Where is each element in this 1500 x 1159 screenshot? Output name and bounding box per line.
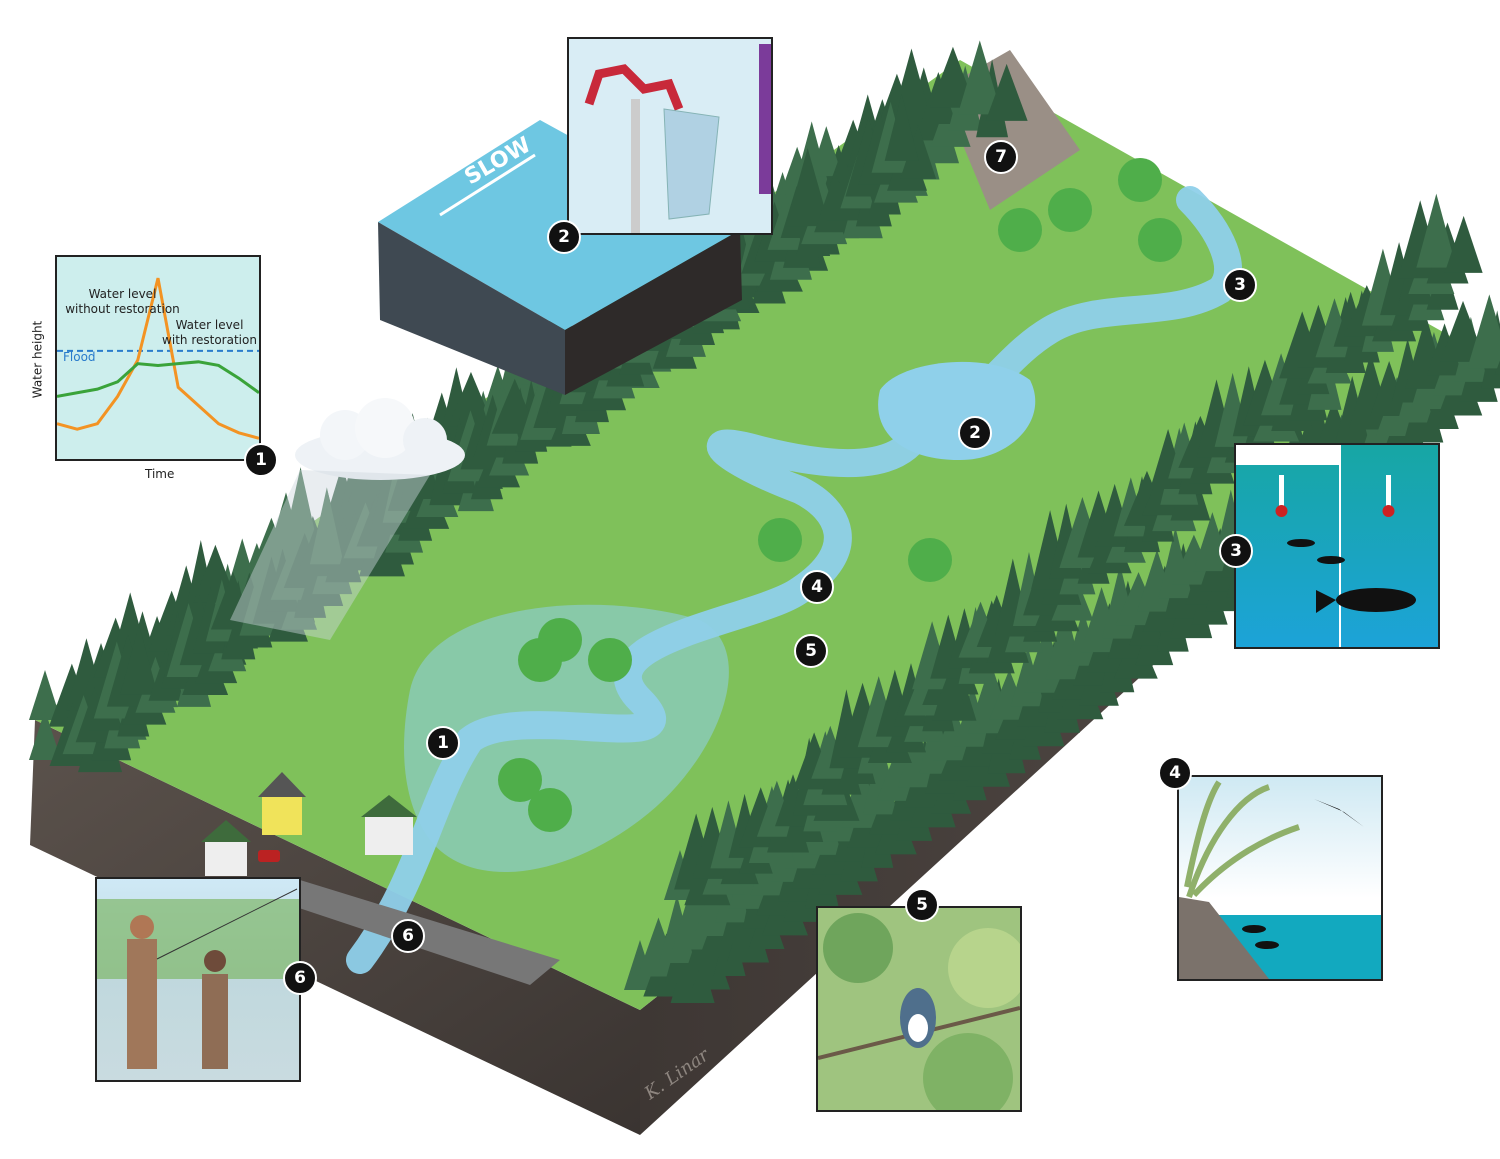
badge-temperature: 3: [1219, 534, 1253, 568]
chart-plot: [57, 277, 259, 440]
floodplain-water: [404, 604, 729, 873]
kingfisher-inset: [816, 906, 1022, 1112]
fishing-inset: [95, 877, 301, 1082]
tree: [900, 124, 937, 179]
badge-floodplain: 1: [426, 726, 460, 760]
deciduous-tree: [518, 638, 562, 682]
temperature-inset: [1234, 443, 1440, 649]
well-pump-inset: [567, 37, 773, 235]
block-left-face: [30, 720, 640, 1135]
houses: [201, 772, 417, 876]
label-with-restoration: Water level with restoration: [162, 318, 257, 347]
tree: [1467, 294, 1500, 369]
tree: [1416, 193, 1457, 268]
tree: [884, 93, 919, 161]
deciduous-tree: [588, 638, 632, 682]
tree: [985, 63, 1028, 121]
tree: [1171, 534, 1216, 585]
fishers-illustration: [97, 888, 299, 1069]
badge-stream: 3: [1223, 268, 1257, 302]
badge-chart: 1: [244, 443, 278, 477]
pump-pitcher-illustration: [584, 44, 771, 233]
badge-forest: 7: [984, 140, 1018, 174]
label-without-restoration: Water level without restoration: [65, 287, 180, 316]
tree: [119, 625, 158, 695]
tree: [491, 378, 538, 434]
tree: [29, 670, 61, 720]
deciduous-tree: [1118, 158, 1162, 202]
tree: [309, 487, 344, 565]
fish-temperature-illustration: [1236, 445, 1416, 647]
deciduous-tree: [528, 788, 572, 832]
road: [290, 880, 560, 985]
tree: [1426, 323, 1463, 376]
tree: [785, 148, 830, 227]
tree: [283, 467, 318, 545]
badge-bank-inset: 4: [1158, 756, 1192, 790]
series-line-0: [57, 277, 259, 440]
forest: [29, 40, 1500, 1003]
tree: [193, 544, 238, 603]
flood-label: Flood: [63, 350, 96, 364]
deciduous-tree: [908, 538, 952, 582]
badge-bank: 4: [800, 570, 834, 604]
beaver-pond: [878, 361, 1036, 460]
recharge-block-side: [565, 230, 742, 395]
deciduous-tree: [998, 208, 1042, 252]
tree: [989, 669, 1030, 720]
deciduous-tree: [758, 518, 802, 562]
tree: [810, 126, 843, 177]
tree: [932, 707, 975, 761]
tree: [1444, 215, 1483, 273]
slow-arrow: [439, 153, 536, 217]
badge-fishing: 6: [391, 919, 425, 953]
badge-meadow: 5: [794, 634, 828, 668]
bank-vegetation-illustration: [1179, 780, 1381, 979]
kingfisher-illustration: [818, 913, 1020, 1110]
chart-ylabel: Water height: [30, 320, 45, 399]
chart-xlabel: Time: [145, 467, 175, 481]
tree: [957, 40, 1002, 115]
rain-cloud: [230, 398, 465, 640]
badge-pond: 2: [958, 416, 992, 450]
tree: [1494, 360, 1500, 375]
deciduous-tree: [1138, 218, 1182, 262]
streambank-inset: [1177, 775, 1383, 981]
block-top-surface: [35, 60, 1475, 1010]
tree: [624, 940, 656, 990]
series-line-1: [57, 360, 259, 398]
tree: [210, 571, 255, 630]
badge-kingfisher: 5: [905, 888, 939, 922]
badge-fishing-inset: 6: [283, 961, 317, 995]
tree: [29, 710, 61, 760]
recharge-block-front: [378, 222, 565, 395]
water-level-chart: Water level without restoration Water le…: [55, 255, 261, 461]
deciduous-tree: [1048, 188, 1092, 232]
badge-pump: 2: [547, 220, 581, 254]
deciduous-tree: [498, 758, 542, 802]
